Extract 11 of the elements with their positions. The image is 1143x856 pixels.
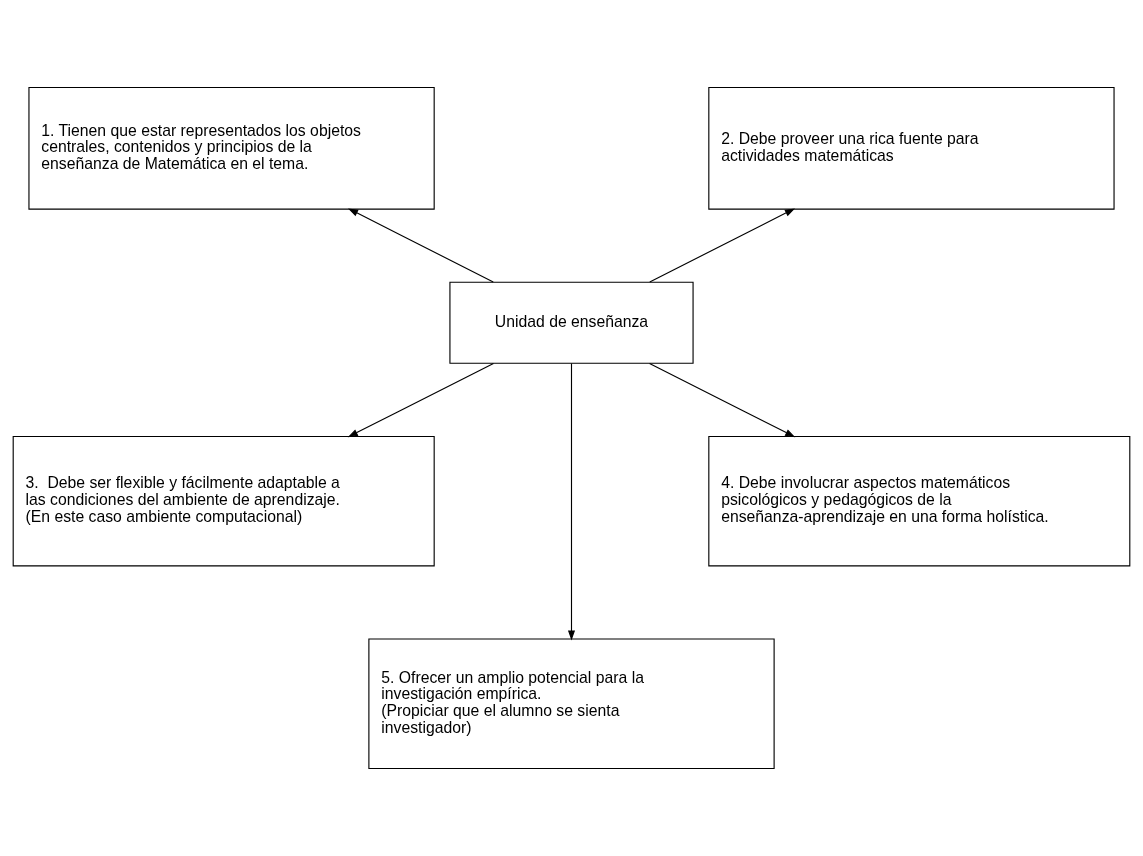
arrow bbox=[347, 362, 494, 438]
arrow bbox=[649, 362, 796, 438]
arrow bbox=[649, 208, 795, 283]
node-box: 2. Debe proveer una rica fuente para actividades matemáticas bbox=[708, 86, 1115, 210]
arrow bbox=[567, 362, 576, 641]
node-box: 5. Ofrecer un amplio potencial para la investigación empírica. (Propiciar que el alumno se sienta investigador) bbox=[368, 638, 775, 770]
node-box: 1. Tienen que estar representados los objetos centrales, contenidos y principios de la enseñanza de Matemática en el tema. bbox=[28, 86, 435, 210]
node-box: 4. Debe involucrar aspectos matemáticos psicológicos y pedagógicos de la enseñanza-aprendizaje en una forma holística. bbox=[708, 435, 1131, 567]
arrow bbox=[348, 208, 494, 283]
node-box: Unidad de enseñanza bbox=[449, 281, 694, 364]
node-box: 3. Debe ser flexible y fácilmente adaptable a las condiciones del ambiente de aprendizaje. (En este caso ambiente computacional) bbox=[12, 435, 435, 567]
